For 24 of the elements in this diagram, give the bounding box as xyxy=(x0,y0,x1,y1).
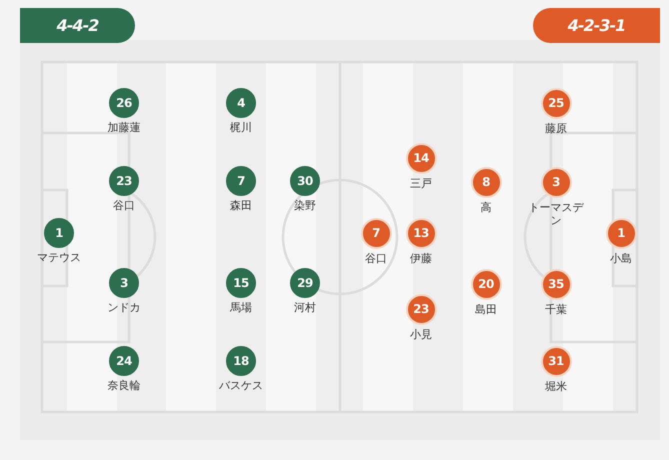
player-name: 馬場 xyxy=(230,301,252,314)
player-name: 加藤蓮 xyxy=(108,121,140,134)
formation-badge: 4-4-2 xyxy=(20,8,135,43)
player-name: マテウス xyxy=(37,251,81,264)
player-name: 藤原 xyxy=(545,122,567,134)
player-name: 染野 xyxy=(294,199,316,212)
player-name: 河村 xyxy=(294,301,316,314)
player-name: 谷口 xyxy=(365,252,387,264)
player-name: 高 xyxy=(480,200,492,214)
player-name: 三戸 xyxy=(410,176,432,190)
player-name: トーマスデン xyxy=(528,200,585,226)
player-name: 島田 xyxy=(475,302,497,316)
player-name: 小島 xyxy=(610,252,632,264)
player-name: バスケス xyxy=(219,379,263,392)
player-name: 堀米 xyxy=(545,380,567,392)
player-name: 千葉 xyxy=(545,302,567,316)
player-name: 谷口 xyxy=(113,199,135,212)
player-name: 小見 xyxy=(410,328,432,340)
player-name: 梶川 xyxy=(230,121,252,134)
player-name: 奈良輪 xyxy=(108,379,140,392)
formation-badge: 4-2-3-1 xyxy=(533,8,660,43)
player-name: 伊藤 xyxy=(410,252,432,264)
player-name: ンドカ xyxy=(108,301,140,314)
player-name: 森田 xyxy=(230,199,252,212)
